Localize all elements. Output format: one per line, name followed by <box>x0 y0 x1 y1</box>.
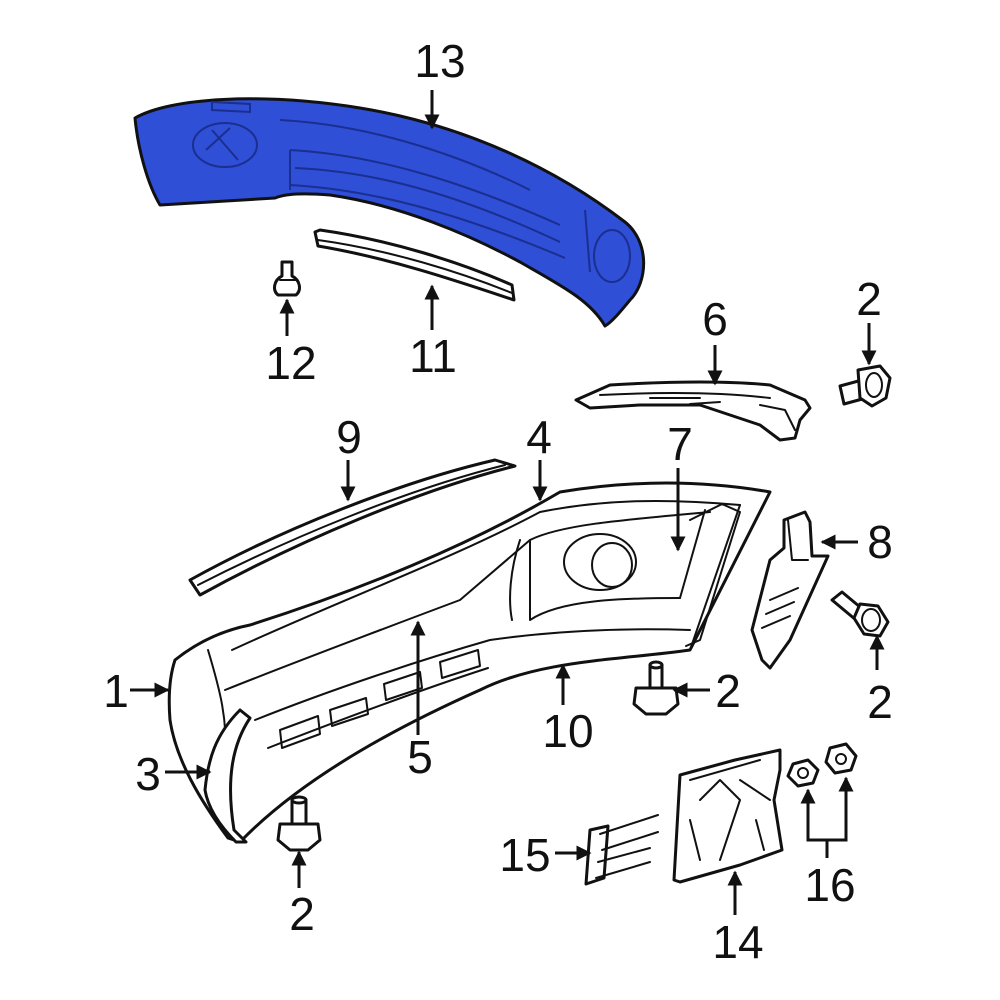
part-2-bolt-upper-right[interactable] <box>838 364 892 408</box>
part-9-top-molding[interactable] <box>188 458 517 597</box>
callout-4: 4 <box>526 411 552 463</box>
part-16-nut-left[interactable] <box>786 758 820 788</box>
part-12-push-pin[interactable] <box>273 260 301 297</box>
callout-2-lower: 2 <box>289 888 315 940</box>
part-11-molding-strip[interactable] <box>313 228 516 302</box>
callout-9: 9 <box>336 411 362 463</box>
callout-7: 7 <box>667 418 693 470</box>
part-14-splash-shield[interactable] <box>672 748 784 884</box>
callout-2-right: 2 <box>867 676 893 728</box>
callout-8: 8 <box>867 516 893 568</box>
part-6-bracket[interactable] <box>574 380 812 442</box>
part-15-brace[interactable] <box>584 814 659 886</box>
callout-16: 16 <box>804 859 855 911</box>
callout-12: 12 <box>265 337 316 389</box>
part-7-inner-bracket[interactable] <box>685 503 741 647</box>
callout-13: 13 <box>414 35 465 87</box>
callout-10: 10 <box>542 705 593 757</box>
callout-3: 3 <box>135 748 161 800</box>
part-4-bumper-cover[interactable] <box>167 481 772 844</box>
part-16-nut-right[interactable] <box>824 742 858 775</box>
callout-14: 14 <box>712 916 763 968</box>
part-2-bolt-right[interactable] <box>830 590 890 638</box>
callout-5: 5 <box>407 731 433 783</box>
part-13-reinforcement[interactable] <box>133 97 646 328</box>
callout-2-upper-right: 2 <box>856 273 882 325</box>
part-2-stud-center[interactable] <box>632 660 680 716</box>
leader-lines <box>130 90 885 915</box>
callout-15: 15 <box>499 829 550 881</box>
part-3-end-cap[interactable] <box>203 708 252 844</box>
callout-1: 1 <box>103 665 129 717</box>
callout-6: 6 <box>702 293 728 345</box>
callout-11: 11 <box>409 330 457 382</box>
part-8-side-bracket[interactable] <box>750 510 830 670</box>
callout-2-center: 2 <box>715 665 741 717</box>
part-2-stud-lower[interactable] <box>276 795 322 852</box>
